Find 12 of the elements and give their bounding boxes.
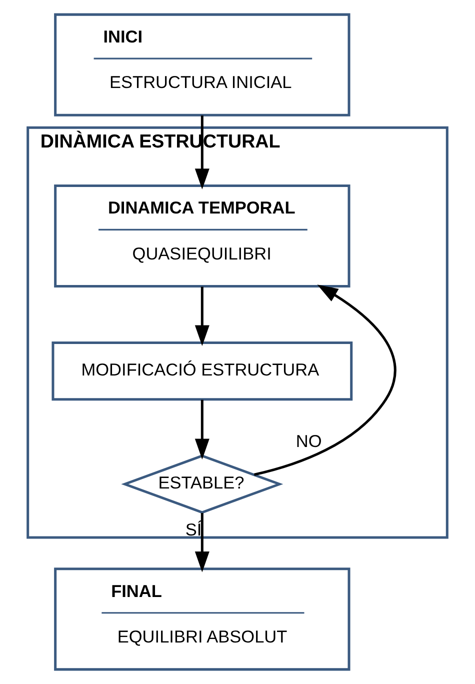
edge-label: NO: [296, 430, 322, 451]
arrow: [254, 284, 396, 476]
arrow: [194, 286, 210, 346]
node-box: MODIFICACIÓ ESTRUCTURA: [52, 342, 353, 401]
arrow: [194, 400, 210, 460]
arrow: [194, 513, 210, 572]
node-box: DINAMICA TEMPORAL QUASIEQUILIBRI: [54, 184, 350, 288]
arrow: [194, 115, 210, 190]
node-box: FINAL EQUILIBRI ABSOLUT: [54, 568, 350, 671]
edge-label: SÍ: [185, 520, 202, 540]
node-diamond: ESTABLE?: [121, 454, 284, 514]
node-box: INICI ESTRUCTURA INICIAL: [54, 13, 350, 116]
